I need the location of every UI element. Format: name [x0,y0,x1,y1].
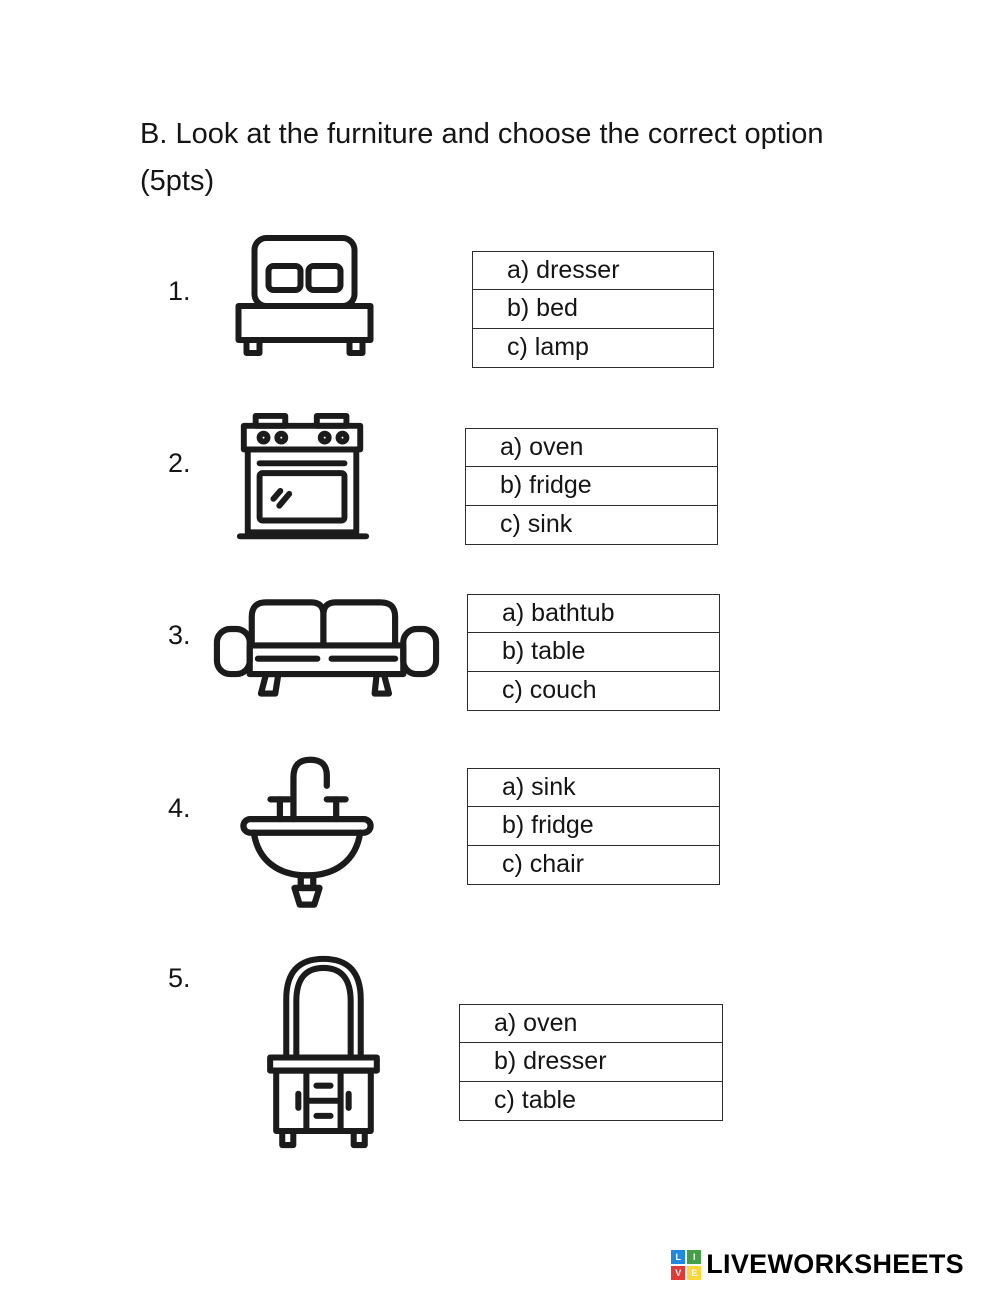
couch-icon [208,586,445,714]
stove-icon [230,410,378,558]
option-cell[interactable]: a) dresser [472,251,714,291]
bed-icon [222,230,387,380]
worksheet-title: B. Look at the furniture and choose the … [140,118,824,150]
option-cell[interactable]: b) bed [472,289,714,330]
question-2-options: a) oven b) fridge c) sink [465,428,718,545]
liveworksheets-footer: L I V E LIVEWORKSHEETS [671,1249,964,1280]
option-cell[interactable]: c) sink [465,504,718,545]
worksheet-points: (5pts) [140,165,215,197]
dresser-icon [246,944,402,1172]
option-cell[interactable]: a) oven [459,1004,723,1044]
option-cell[interactable]: a) bathtub [467,594,720,634]
option-cell[interactable]: b) dresser [459,1042,723,1083]
brand-name: LIVEWORKSHEETS [706,1249,964,1279]
option-cell[interactable]: c) chair [467,844,720,885]
option-cell[interactable]: c) couch [467,670,720,711]
question-1-options: a) dresser b) bed c) lamp [472,251,714,368]
logo-square: E [687,1265,702,1280]
option-cell[interactable]: b) table [467,632,720,673]
question-3-options: a) bathtub b) table c) couch [467,594,720,711]
question-5-number: 5. [168,963,191,993]
question-2-number: 2. [168,448,191,478]
option-cell[interactable]: c) lamp [472,327,714,368]
logo-square: I [687,1249,702,1264]
option-cell[interactable]: b) fridge [467,806,720,847]
question-3-number: 3. [168,620,191,650]
option-cell[interactable]: b) fridge [465,466,718,507]
question-4-number: 4. [168,793,191,823]
option-cell[interactable]: a) oven [465,428,718,468]
question-5-options: a) oven b) dresser c) table [459,1004,723,1121]
logo-square: L [671,1249,686,1264]
sink-icon [228,742,386,914]
option-cell[interactable]: c) table [459,1080,723,1121]
liveworksheets-logo-icon: L I V E [671,1249,702,1280]
question-4-options: a) sink b) fridge c) chair [467,768,720,885]
logo-square: V [671,1265,686,1280]
option-cell[interactable]: a) sink [467,768,720,808]
question-1-number: 1. [168,276,191,306]
